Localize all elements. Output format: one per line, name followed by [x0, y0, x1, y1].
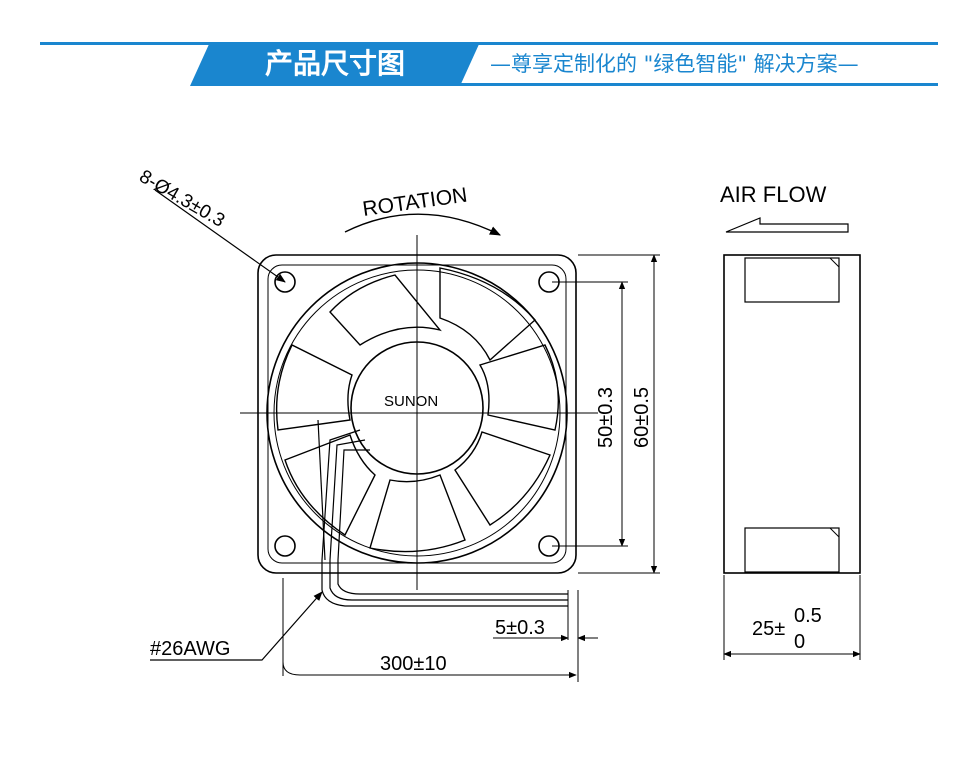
lead-wires [321, 560, 568, 607]
page-title: 产品尺寸图 [264, 47, 405, 80]
thickness-base: 25± [752, 618, 785, 640]
rotation-arrow [344, 213, 502, 236]
wire-length-label: 300±10 [380, 653, 447, 675]
hole-leader [154, 189, 286, 283]
wire-channel [317, 419, 370, 561]
strip-length-label: 5±0.3 [495, 617, 545, 639]
centerlines [240, 235, 598, 590]
thickness-lower: 0 [794, 631, 805, 653]
rotation-label: ROTATION [361, 184, 469, 221]
height-dimensions [552, 254, 660, 574]
header-bottom-rule [460, 83, 938, 86]
awg-leader [150, 591, 323, 661]
thickness-upper: 0.5 [794, 605, 822, 627]
header-tab [190, 42, 480, 86]
wire-length-dimensions [282, 578, 598, 682]
thickness-dimension [723, 575, 861, 660]
brand-label: SUNON [384, 393, 438, 410]
airflow-label: AIR FLOW [720, 182, 827, 207]
dim-outer-label: 60±0.5 [631, 387, 653, 448]
hole-callout: 8-Ø4.3±0.3 [136, 166, 229, 232]
airflow-arrow [725, 217, 849, 233]
wire-gauge-label: #26AWG [150, 638, 230, 660]
dim-inner-label: 50±0.3 [595, 387, 617, 448]
page-subtitle: —尊享定制化的 "绿色智能" 解决方案— [490, 52, 859, 76]
side-view [723, 254, 861, 574]
fan-blades [275, 267, 559, 553]
header-top-rule [40, 42, 938, 45]
